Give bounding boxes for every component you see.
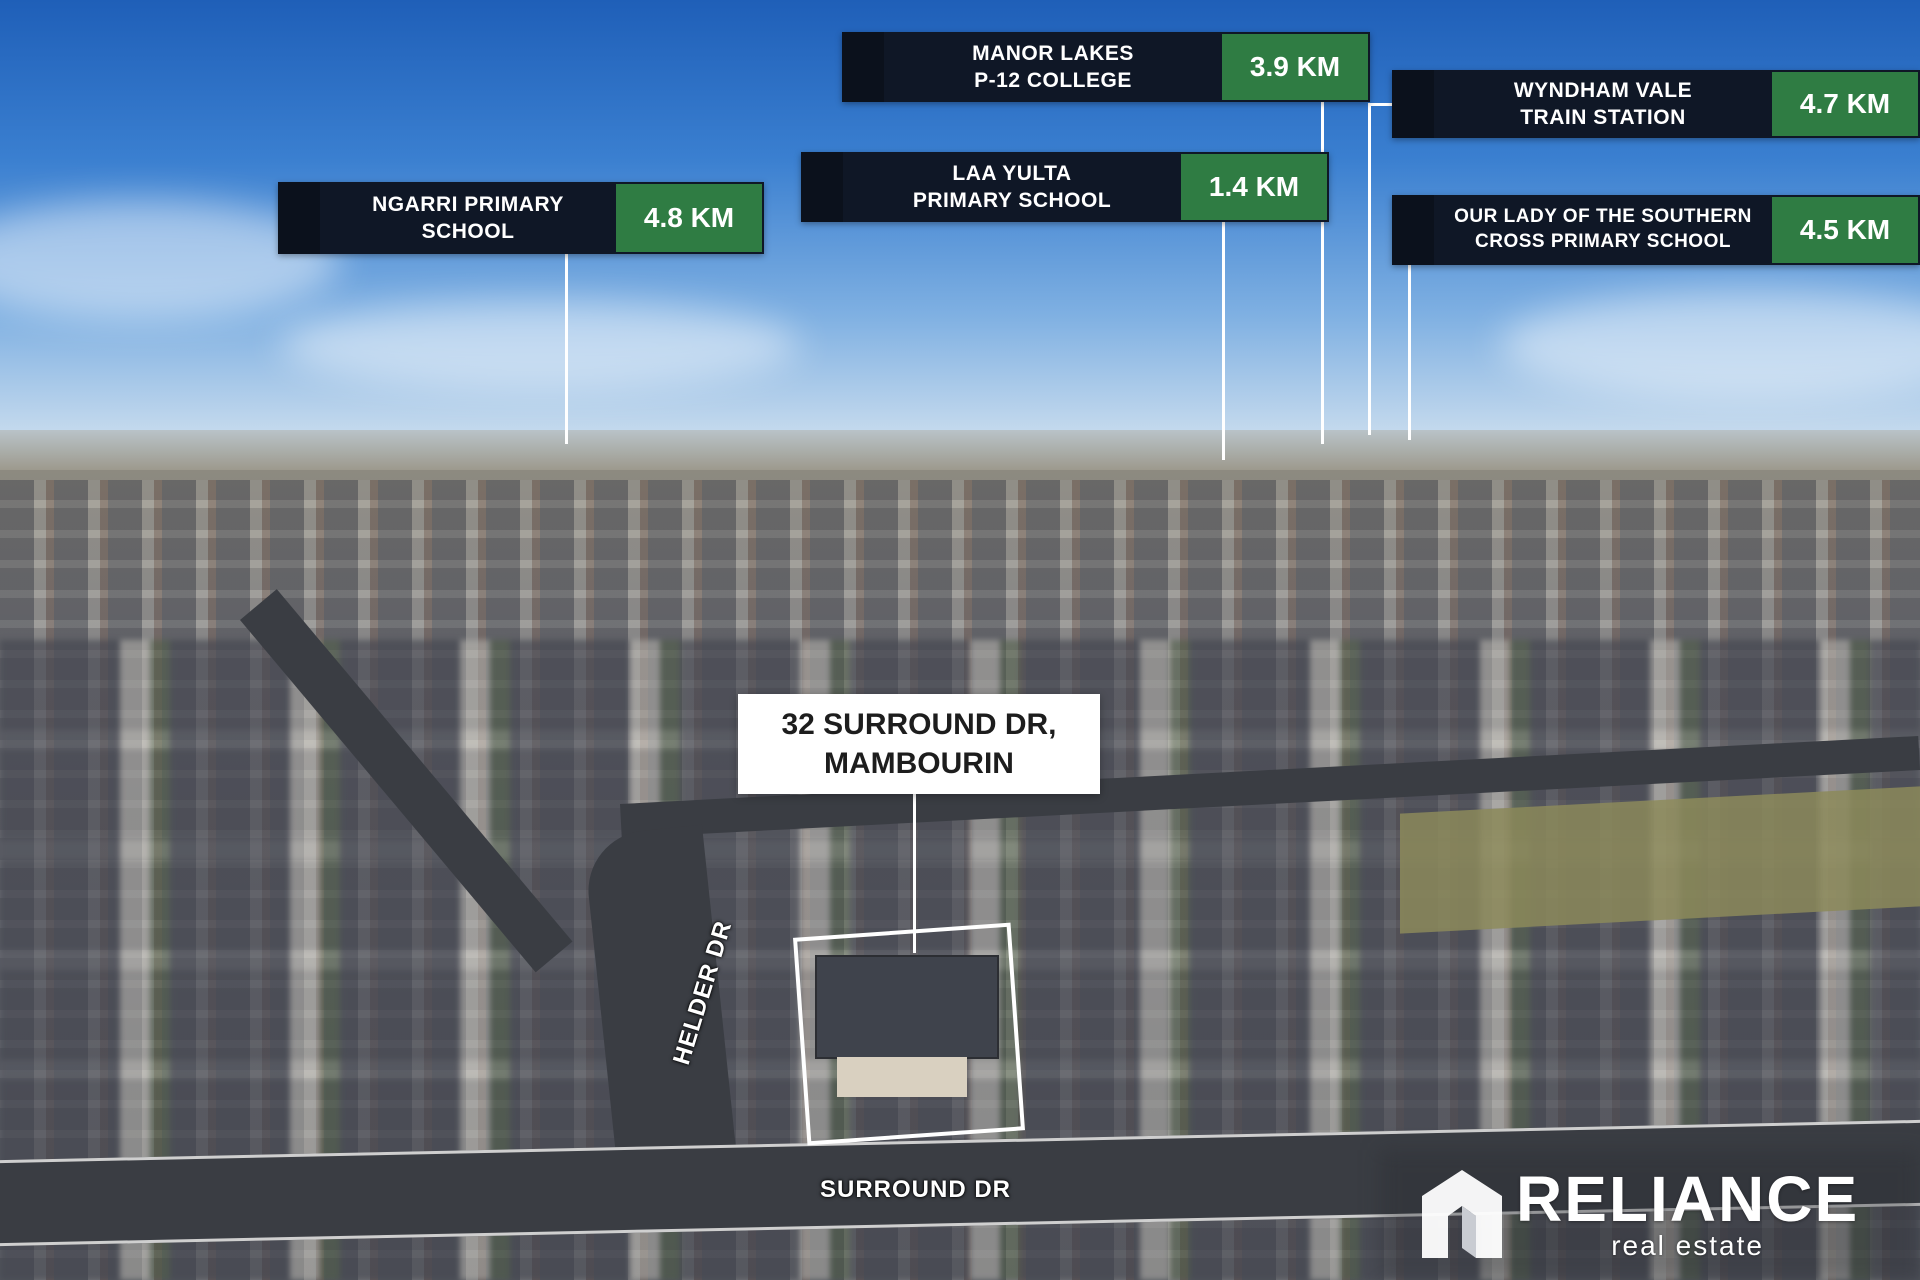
subject-house <box>815 955 999 1097</box>
poi-distance: 4.7 KM <box>1772 70 1920 138</box>
leader-line-laa-yulta <box>1222 222 1225 460</box>
leader-line-ngarri <box>565 254 568 444</box>
poi-laa-yulta-primary-school: LAA YULTA PRIMARY SCHOOL 1.4 KM <box>801 152 1329 222</box>
poi-wyndham-vale-station: WYNDHAM VALE TRAIN STATION 4.7 KM <box>1392 70 1920 138</box>
leader-line-wyndham-vale-connector <box>1368 103 1392 106</box>
logo-text: RELIANCE real estate <box>1516 1167 1859 1262</box>
poi-name: LAA YULTA PRIMARY SCHOOL <box>801 152 1181 222</box>
poi-manor-lakes-college: MANOR LAKES P-12 COLLEGE 3.9 KM <box>842 32 1370 102</box>
poi-name-line2: TRAIN STATION <box>1520 106 1686 129</box>
poi-our-lady-southern-cross: OUR LADY OF THE SOUTHERN CROSS PRIMARY S… <box>1392 195 1920 265</box>
poi-name-line1: OUR LADY OF THE SOUTHERN <box>1454 206 1752 228</box>
leader-line-wyndham-vale <box>1368 103 1371 435</box>
address-line1: 32 SURROUND DR, <box>781 708 1057 741</box>
cloud <box>1500 290 1920 400</box>
property-boundary <box>793 922 1025 1146</box>
poi-name: OUR LADY OF THE SOUTHERN CROSS PRIMARY S… <box>1392 195 1772 265</box>
poi-distance: 4.8 KM <box>616 182 764 254</box>
property-address-callout: 32 SURROUND DR, MAMBOURIN <box>738 694 1100 794</box>
poi-distance: 3.9 KM <box>1222 32 1370 102</box>
poi-name-line2: CROSS PRIMARY SCHOOL <box>1475 231 1731 252</box>
poi-name-line2: PRIMARY SCHOOL <box>912 189 1112 212</box>
road-label-surround-dr: SURROUND DR <box>820 1176 1011 1203</box>
leader-line-our-lady <box>1408 265 1411 440</box>
poi-name-line1: MANOR LAKES <box>972 41 1134 65</box>
poi-name-line1: WYNDHAM VALE <box>1513 78 1693 102</box>
cloud <box>280 300 800 390</box>
poi-name-line2: P-12 COLLEGE <box>974 69 1132 92</box>
reliance-logo: RELIANCE real estate <box>1418 1166 1859 1262</box>
poi-name: WYNDHAM VALE TRAIN STATION <box>1392 70 1772 138</box>
poi-name-text: NGARRI PRIMARY SCHOOL <box>372 192 564 243</box>
brand-name: RELIANCE <box>1516 1162 1860 1235</box>
poi-name: MANOR LAKES P-12 COLLEGE <box>842 32 1222 102</box>
poi-distance: 1.4 KM <box>1181 152 1329 222</box>
house-logo-icon <box>1422 1170 1502 1258</box>
address-line2: MAMBOURIN <box>824 747 1014 780</box>
poi-distance: 4.5 KM <box>1772 195 1920 265</box>
leader-line-manor-lakes <box>1321 102 1324 444</box>
poi-ngarri-primary-school: NGARRI PRIMARY SCHOOL 4.8 KM <box>278 182 764 254</box>
poi-name-line1: LAA YULTA <box>952 161 1072 185</box>
leader-line-property <box>913 793 916 953</box>
poi-name: NGARRI PRIMARY SCHOOL <box>278 182 616 254</box>
brand-tagline: real estate <box>1611 1229 1764 1261</box>
